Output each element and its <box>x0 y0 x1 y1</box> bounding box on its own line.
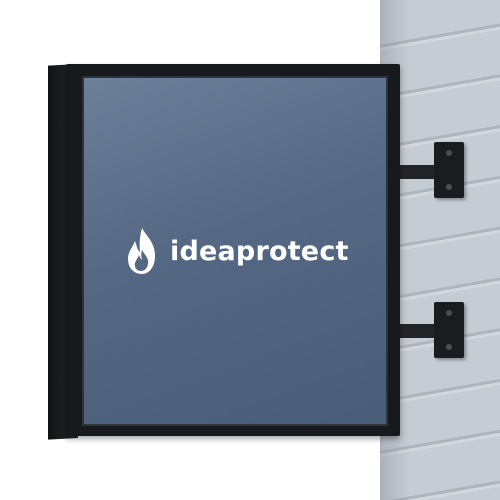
lower-bracket-bolt <box>446 310 452 316</box>
upper-bracket-bolt <box>446 150 452 156</box>
flame-icon <box>128 228 155 274</box>
upper-bracket-bolt <box>446 184 452 190</box>
brand-name: ideaprotect <box>170 235 349 267</box>
brand-logo: ideaprotect <box>124 226 349 276</box>
siding-wall <box>380 0 500 500</box>
lower-bracket-bolt <box>446 344 452 350</box>
